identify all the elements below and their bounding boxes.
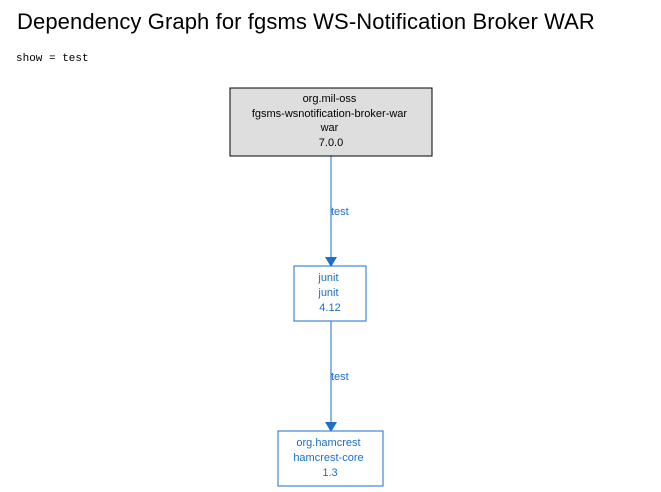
edge-label: test: [331, 206, 349, 218]
node-root[interactable]: org.mil-oss fgsms-wsnotification-broker-…: [229, 87, 433, 157]
node-hamcrest[interactable]: org.hamcrest hamcrest-core 1.3: [277, 430, 384, 487]
node-box: [293, 265, 367, 322]
node-group-id: junit: [317, 272, 338, 284]
node-group-id: org.mil-oss: [303, 93, 357, 105]
edge-junit-to-hamcrest: test: [325, 321, 349, 432]
node-artifact-id: fgsms-wsnotification-broker-war: [252, 108, 408, 120]
node-version: 4.12: [319, 302, 340, 314]
node-version: 7.0.0: [319, 137, 343, 149]
node-box: [229, 87, 433, 157]
node-junit[interactable]: junit junit 4.12: [293, 265, 367, 322]
node-artifact-id: hamcrest-core: [293, 452, 363, 464]
node-label: junit junit 4.12: [317, 272, 341, 314]
page-title: Dependency Graph for fgsms WS-Notificati…: [17, 9, 595, 34]
edge-label: test: [331, 371, 349, 383]
edge-root-to-junit: test: [325, 156, 349, 267]
node-box: [277, 430, 384, 487]
node-packaging: war: [320, 122, 339, 134]
node-label: org.mil-oss fgsms-wsnotification-broker-…: [252, 93, 410, 149]
node-version: 1.3: [322, 467, 337, 479]
node-group-id: org.hamcrest: [296, 437, 360, 449]
scope-filter-text: show = test: [16, 53, 89, 65]
node-artifact-id: junit: [317, 287, 338, 299]
node-label: org.hamcrest hamcrest-core 1.3: [293, 437, 366, 479]
